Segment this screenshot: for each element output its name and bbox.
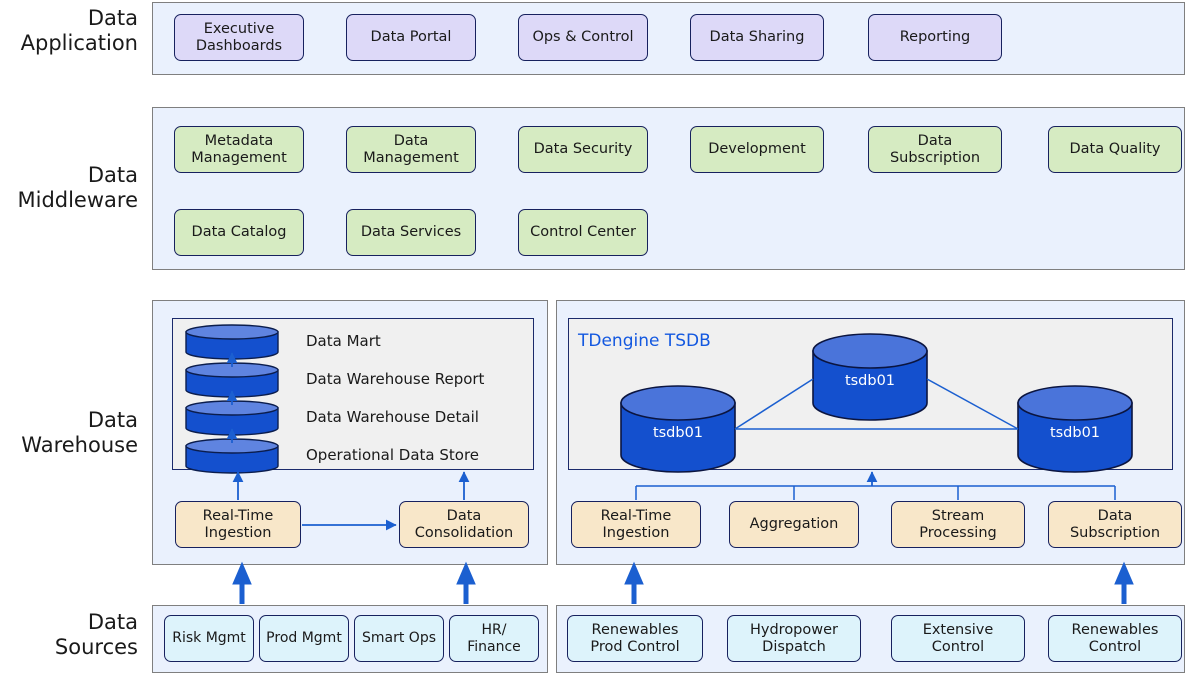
middleware-node-metadata-management[interactable]: Metadata Management <box>174 126 304 173</box>
middleware-node-data-quality[interactable]: Data Quality <box>1048 126 1182 173</box>
source-node-extensive-control[interactable]: Extensive Control <box>891 615 1025 662</box>
source-node-hr-finance[interactable]: HR/ Finance <box>449 615 539 662</box>
middleware-node-data-management[interactable]: Data Management <box>346 126 476 173</box>
source-node-renewables-prod-control[interactable]: Renewables Prod Control <box>567 615 703 662</box>
tsdb-process-aggregation[interactable]: Aggregation <box>729 501 859 548</box>
source-node-smart-ops[interactable]: Smart Ops <box>354 615 444 662</box>
middleware-node-data-services[interactable]: Data Services <box>346 209 476 256</box>
middleware-node-data-subscription[interactable]: Data Subscription <box>868 126 1002 173</box>
arrow-sources-right-a <box>624 561 644 604</box>
middleware-node-control-center[interactable]: Control Center <box>518 209 648 256</box>
middleware-node-data-security[interactable]: Data Security <box>518 126 648 173</box>
tsdb-process-real-time-ingestion[interactable]: Real-Time Ingestion <box>571 501 701 548</box>
row-label-sources: Data Sources <box>54 610 138 659</box>
app-node-data-sharing[interactable]: Data Sharing <box>690 14 824 61</box>
source-node-prod-mgmt[interactable]: Prod Mgmt <box>259 615 349 662</box>
band-data-middleware <box>152 107 1185 270</box>
middleware-node-development[interactable]: Development <box>690 126 824 173</box>
arrow-sources-right-b <box>1114 561 1134 604</box>
app-node-reporting[interactable]: Reporting <box>868 14 1002 61</box>
warehouse-process-real-time-ingestion[interactable]: Real-Time Ingestion <box>175 501 301 548</box>
row-label-application: Data Application <box>20 6 138 55</box>
tdengine-tsdb-title: TDengine TSDB <box>578 331 711 351</box>
arrow-sources-left-a <box>232 561 252 604</box>
warehouse-stack-label-data-warehouse-detail: Data Warehouse Detail <box>306 408 479 426</box>
tsdb-process-data-subscription[interactable]: Data Subscription <box>1048 501 1182 548</box>
warehouse-process-data-consolidation[interactable]: Data Consolidation <box>399 501 529 548</box>
row-label-warehouse: Data Warehouse <box>21 408 138 457</box>
warehouse-stack-label-data-mart: Data Mart <box>306 332 381 350</box>
app-node-ops-and-control[interactable]: Ops & Control <box>518 14 648 61</box>
app-node-executive-dashboards[interactable]: Executive Dashboards <box>174 14 304 61</box>
middleware-node-data-catalog[interactable]: Data Catalog <box>174 209 304 256</box>
source-node-risk-mgmt[interactable]: Risk Mgmt <box>164 615 254 662</box>
row-label-middleware: Data Middleware <box>17 163 138 212</box>
warehouse-stack-label-operational-data-store: Operational Data Store <box>306 446 480 464</box>
arrow-sources-left-b <box>456 561 476 604</box>
app-node-data-portal[interactable]: Data Portal <box>346 14 476 61</box>
warehouse-stack-label-data-warehouse-report: Data Warehouse Report <box>306 370 485 388</box>
source-node-hydropower-dispatch[interactable]: Hydropower Dispatch <box>727 615 861 662</box>
source-node-renewables-control[interactable]: Renewables Control <box>1048 615 1182 662</box>
band-data-application <box>152 2 1185 75</box>
tsdb-process-stream-processing[interactable]: Stream Processing <box>891 501 1025 548</box>
